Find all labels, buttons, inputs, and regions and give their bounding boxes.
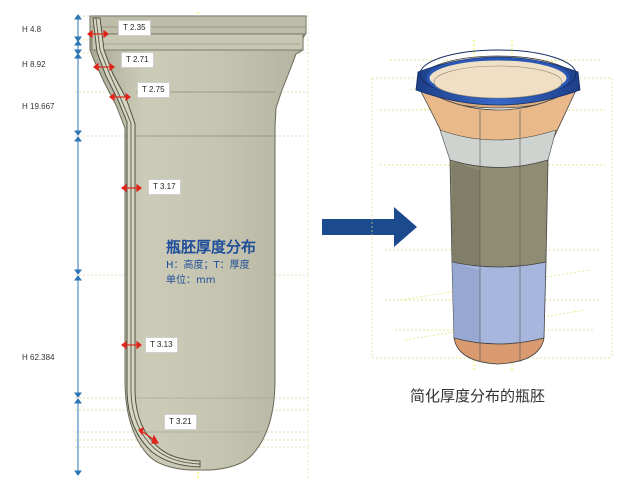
t-label-3: T 2.75	[137, 82, 170, 98]
right-arrow-icon	[322, 207, 417, 247]
dimension-lines	[74, 14, 82, 476]
t-label-2: T 2.71	[121, 52, 154, 68]
t-label-4: T 3.17	[148, 179, 181, 195]
band-orange	[453, 337, 545, 365]
h-label-1: H 4.8	[22, 25, 42, 34]
h-label-2: H 8.92	[22, 60, 46, 69]
thickness-markers	[87, 29, 160, 444]
h-label-4: H 62.384	[22, 353, 55, 362]
h-label-3: H 19.667	[22, 102, 55, 111]
right-caption: 简化厚度分布的瓶胚	[410, 387, 546, 405]
note-line-2: 单位：mm	[166, 275, 216, 286]
t-label-1: T 2.35	[118, 20, 151, 36]
preform-body	[89, 15, 307, 471]
t-label-6: T 3.21	[164, 414, 197, 430]
note-line-1: H：高度；T：厚度	[166, 260, 250, 271]
simplified-preform	[371, 40, 613, 370]
preform-section	[75, 12, 310, 480]
note-title: 瓶胚厚度分布	[166, 238, 257, 256]
t-label-5: T 3.13	[145, 337, 178, 353]
